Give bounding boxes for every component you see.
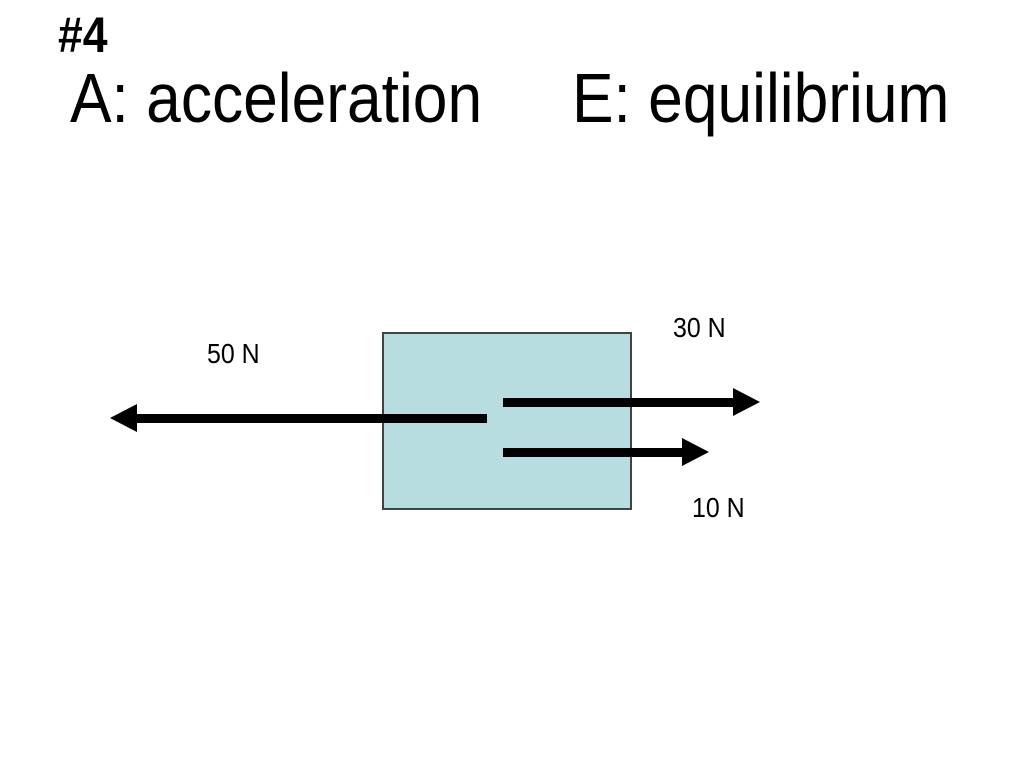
slide-title: A: acceleration E: equilibrium [70, 63, 949, 133]
arrow-head-right [733, 388, 760, 416]
slide-number: #4 [58, 7, 108, 63]
force-label-30n: 30 N [673, 312, 726, 343]
arrow-head-right [682, 438, 709, 466]
arrow-head-left [110, 404, 137, 432]
arrow-shaft [134, 414, 487, 423]
title-option-equilibrium: E: equilibrium [572, 59, 950, 137]
force-label-10n: 10 N [692, 492, 745, 523]
force-label-50n: 50 N [207, 338, 260, 369]
title-option-acceleration: A: acceleration [70, 59, 483, 137]
arrow-shaft [503, 448, 682, 457]
arrow-shaft [503, 398, 733, 407]
